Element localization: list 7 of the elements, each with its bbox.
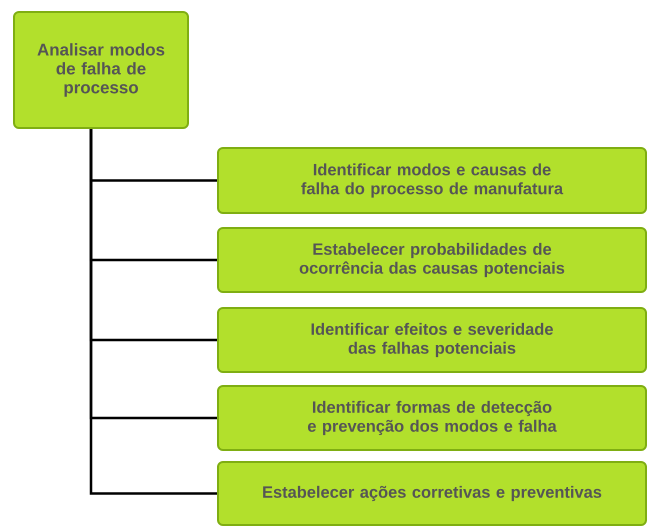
step-box: Estabelecer ações corretivas e preventivas — [217, 460, 647, 526]
step-box: Identificar efeitos e severidade das falhas potenciais — [217, 306, 647, 373]
step-box: Identificar formas de detecção e prevenção dos modos e falha — [217, 384, 647, 451]
step-box: Estabelecer probabilidades de ocorrência das causas potenciais — [217, 226, 647, 293]
connector-line — [90, 128, 217, 495]
process-box: Analisar modos de falha de processo — [13, 11, 189, 129]
step-box: Identificar modos e causas de falha do processo de manufatura — [217, 146, 647, 214]
